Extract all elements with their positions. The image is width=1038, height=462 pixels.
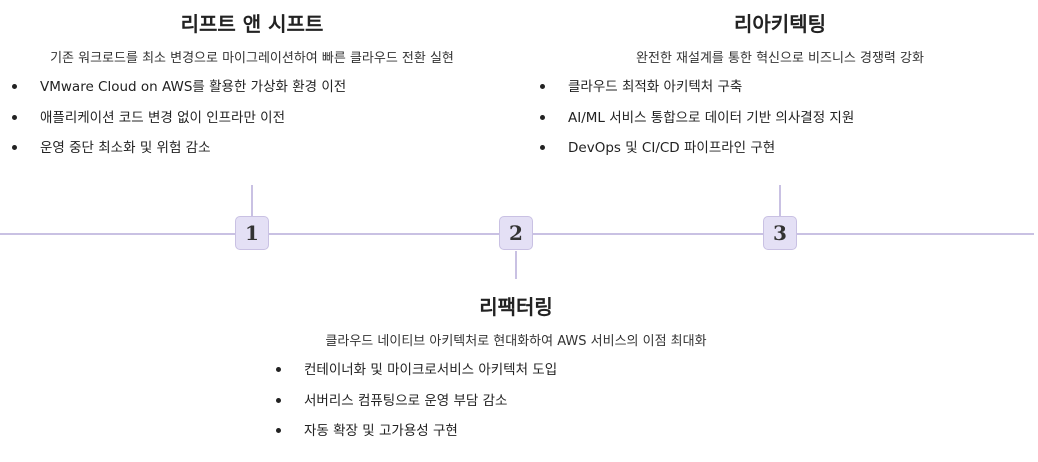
stage-2-bullet-text: 컨테이너화 및 마이크로서비스 아키텍처 도입: [304, 362, 558, 378]
bullet-dot-icon: [540, 84, 545, 89]
stage-3-bullet-text: DevOps 및 CI/CD 파이프라인 구현: [568, 140, 776, 156]
stage-2-bullet: 컨테이너화 및 마이크로서비스 아키텍처 도입: [276, 360, 756, 380]
stage-2-bullet-list: 컨테이너화 및 마이크로서비스 아키텍처 도입 서버리스 컴퓨팅으로 운영 부담…: [276, 360, 756, 441]
stage-3-bullet: AI/ML 서비스 통합으로 데이터 기반 의사결정 지원: [540, 108, 1020, 128]
stage-1-title: 리프트 앤 시프트: [180, 12, 324, 36]
stage-1-connector: [251, 185, 253, 217]
stage-3-bullet: 클라우드 최적화 아키텍처 구축: [540, 77, 1020, 97]
bullet-dot-icon: [12, 114, 17, 120]
stage-3-bullet-text: AI/ML 서비스 통합으로 데이터 기반 의사결정 지원: [568, 109, 855, 126]
stage-2-block: 리팩터링 클라우드 네이티브 아키텍처로 현대화하여 AWS 서비스의 이점 최…: [276, 293, 756, 452]
stage-1-bullet-text: VMware Cloud on AWS를 활용한 가상화 환경 이전: [40, 79, 347, 95]
stage-2-description: 클라우드 네이티브 아키텍처로 현대화하여 AWS 서비스의 이점 최대화: [325, 334, 707, 349]
stage-3-bullet-text: 클라우드 최적화 아키텍처 구축: [568, 79, 743, 95]
bullet-dot-icon: [276, 367, 281, 372]
bullet-dot-icon: [540, 145, 545, 150]
stage-1-bullet-text: 운영 중단 최소화 및 위험 감소: [40, 140, 211, 156]
bullet-dot-icon: [12, 84, 17, 89]
stage-1-bullet: 애플리케이션 코드 변경 없이 인프라만 이전: [12, 108, 492, 128]
stage-3-connector: [779, 185, 781, 217]
stage-2-marker: 2: [499, 216, 533, 250]
stage-1-block: 리프트 앤 시프트 기존 워크로드를 최소 변경으로 마이그레이션하여 빠른 클…: [12, 10, 492, 169]
stage-3-bullet-list: 클라우드 최적화 아키텍처 구축 AI/ML 서비스 통합으로 데이터 기반 의…: [540, 77, 1020, 158]
stage-1-bullet-list: VMware Cloud on AWS를 활용한 가상화 환경 이전 애플리케이…: [12, 77, 492, 158]
bullet-dot-icon: [12, 145, 17, 150]
stage-2-title: 리팩터링: [479, 295, 553, 319]
stage-1-marker: 1: [235, 216, 269, 250]
bullet-dot-icon: [276, 428, 281, 433]
stage-3-title: 리아키텍팅: [734, 12, 826, 36]
stage-3-block: 리아키텍팅 완전한 재설계를 통한 혁신으로 비즈니스 경쟁력 강화 클라우드 …: [540, 10, 1020, 169]
stage-3-bullet: DevOps 및 CI/CD 파이프라인 구현: [540, 138, 1020, 158]
stage-1-bullet: 운영 중단 최소화 및 위험 감소: [12, 138, 492, 158]
stage-2-bullet-text: 서버리스 컴퓨팅으로 운영 부담 감소: [304, 392, 508, 409]
stage-2-connector: [515, 251, 517, 279]
stage-3-marker: 3: [763, 216, 797, 250]
stage-2-bullet: 서버리스 컴퓨팅으로 운영 부담 감소: [276, 391, 756, 411]
stage-2-bullet: 자동 확장 및 고가용성 구현: [276, 421, 756, 441]
stage-1-description: 기존 워크로드를 최소 변경으로 마이그레이션하여 빠른 클라우드 전환 실현: [50, 51, 454, 66]
stage-3-description: 완전한 재설계를 통한 혁신으로 비즈니스 경쟁력 강화: [636, 51, 924, 66]
stage-1-bullet-text: 애플리케이션 코드 변경 없이 인프라만 이전: [40, 109, 286, 126]
stage-1-bullet: VMware Cloud on AWS를 활용한 가상화 환경 이전: [12, 77, 492, 97]
stage-2-bullet-text: 자동 확장 및 고가용성 구현: [304, 423, 458, 439]
bullet-dot-icon: [276, 397, 281, 403]
bullet-dot-icon: [540, 114, 545, 120]
